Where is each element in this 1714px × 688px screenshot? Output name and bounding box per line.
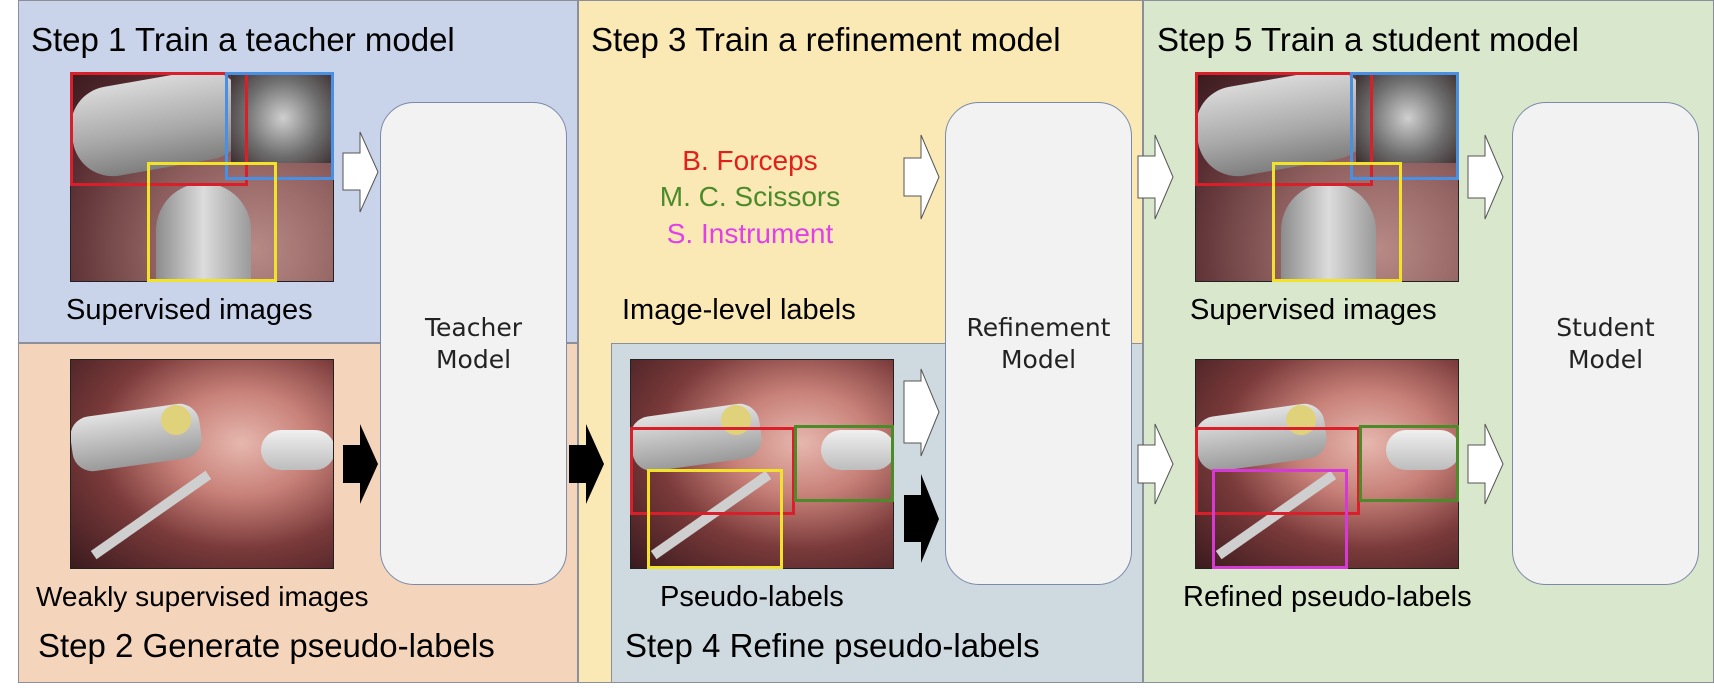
pseudo-yellow-box: [647, 469, 783, 569]
black-arrow-weakly-to-teacher: [343, 424, 378, 504]
teacher-model-label-2: Model: [435, 344, 512, 374]
white-arrow-refined-to-student: [1467, 423, 1504, 505]
step3-title: Step 3 Train a refinement model: [591, 21, 1061, 58]
label-b-forceps: B. Forceps: [682, 145, 818, 176]
weakly-supervised-images-caption: Weakly supervised images: [36, 581, 369, 612]
black-arrow-pseudo-to-refinement: [904, 474, 939, 563]
step5-title: Step 5 Train a student model: [1157, 21, 1579, 58]
teacher-model-box: Teacher Model: [380, 102, 567, 585]
student-model-box: Student Model: [1512, 102, 1699, 585]
label-mc-scissors: M. C. Scissors: [659, 181, 841, 213]
student-model-label-1: Student: [1556, 313, 1655, 343]
teacher-blue-box: [225, 72, 334, 180]
pseudo-labels-caption: Pseudo-labels: [660, 581, 844, 613]
supervised-images-student-caption: Supervised images: [1190, 294, 1437, 326]
pseudo-red-box: [630, 427, 795, 515]
refinement-model-label-1: Refinement: [966, 313, 1111, 343]
student-model-label-2: Model: [1567, 344, 1644, 374]
refined-pseudo-labels-caption: Refined pseudo-labels: [1183, 581, 1472, 613]
weakly-supervised-image: [70, 359, 334, 569]
white-arrow-pseudo-to-refinement: [903, 368, 940, 457]
step1-title: Step 1 Train a teacher model: [31, 21, 455, 58]
white-arrow-supervised-to-teacher: [342, 131, 379, 213]
white-arrow-refinement-to-student-top: [1137, 134, 1174, 220]
student-blue-box: [1350, 72, 1459, 180]
student-red-box: [1195, 72, 1373, 186]
step2-title: Step 2 Generate pseudo-labels: [38, 627, 495, 664]
white-arrow-supervised-to-student: [1467, 134, 1504, 220]
teacher-yellow-box: [147, 162, 277, 282]
refinement-model-box: Refinement Model: [945, 102, 1132, 585]
image-level-label-list: B. Forceps M. C. Scissors S. Instrument: [605, 143, 895, 252]
white-arrow-refinement-to-refined: [1137, 423, 1174, 505]
teacher-model-label-1: Teacher: [425, 313, 522, 343]
refined-green-box: [1359, 425, 1459, 502]
refinement-model-label-2: Model: [1000, 344, 1077, 374]
label-s-instrument: S. Instrument: [666, 217, 834, 249]
teacher-red-box: [70, 72, 248, 186]
step4-title: Step 4 Refine pseudo-labels: [625, 627, 1040, 664]
image-level-labels-caption: Image-level labels: [622, 294, 856, 326]
student-yellow-box: [1272, 162, 1402, 282]
refined-red-box: [1195, 427, 1360, 515]
pseudo-label-image: [630, 359, 894, 569]
pseudo-green-box: [794, 425, 894, 502]
refined-magenta-box: [1212, 469, 1348, 569]
supervised-images-caption: Supervised images: [66, 294, 313, 326]
white-arrow-labels-to-refinement: [903, 134, 940, 220]
black-arrow-teacher-to-pseudo: [569, 424, 604, 504]
